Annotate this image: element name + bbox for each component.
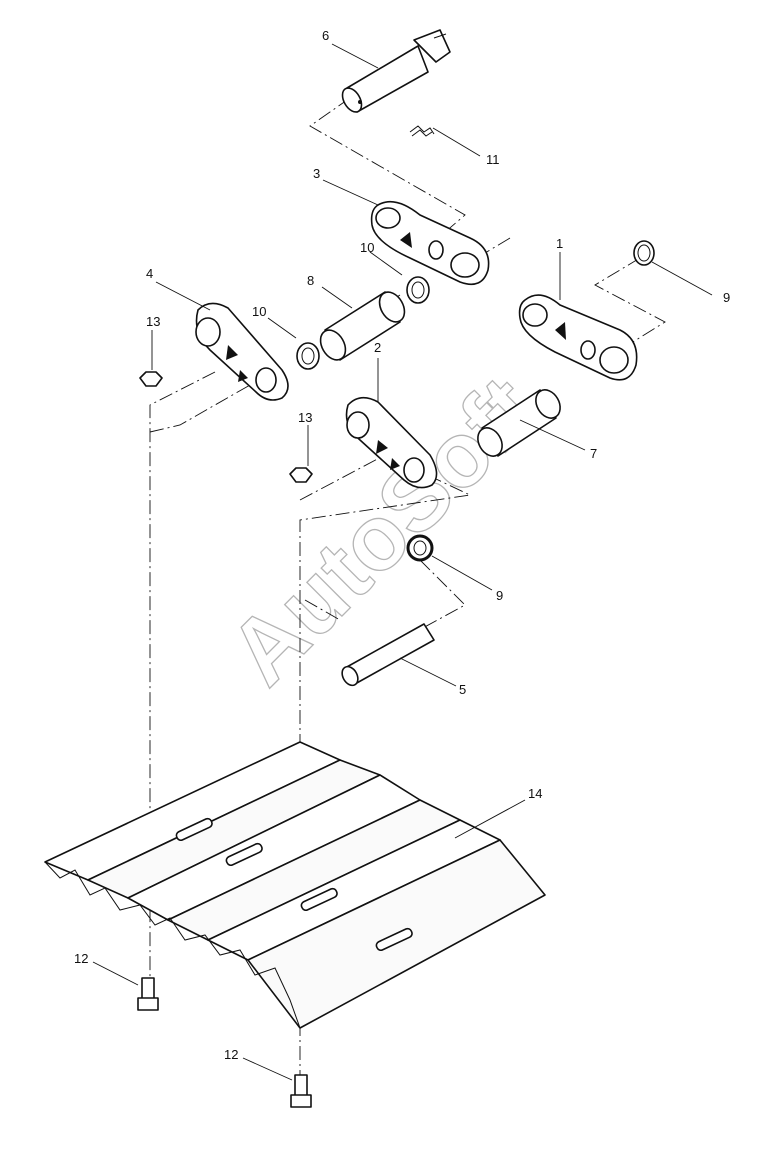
callout-9-upper: 9 (723, 290, 730, 305)
callout-2: 2 (374, 340, 381, 355)
callout-8: 8 (307, 273, 314, 288)
link-4 (195, 302, 289, 401)
callout-10-upper: 10 (360, 240, 374, 255)
callout-6: 6 (322, 28, 329, 43)
callout-11: 11 (486, 152, 500, 167)
link-2 (345, 396, 438, 489)
callout-1: 1 (556, 236, 563, 251)
spacer-10-upper (406, 276, 430, 304)
nut-13-right (289, 467, 313, 483)
seal-9-upper (633, 240, 655, 266)
bolt-12-left (137, 977, 159, 1011)
callout-4: 4 (146, 266, 153, 281)
nut-13-left (139, 371, 163, 387)
seal-9-lower (406, 534, 434, 562)
callouts: 6 11 3 10 1 9 4 8 10 13 2 13 7 9 5 14 12… (74, 28, 730, 1062)
pin-5 (341, 623, 435, 687)
callout-13-right: 13 (298, 410, 312, 425)
callout-14: 14 (528, 786, 542, 801)
callout-10-left: 10 (252, 304, 266, 319)
link-3 (370, 200, 490, 286)
callout-9-lower: 9 (496, 588, 503, 603)
callout-3: 3 (313, 166, 320, 181)
callout-12-right: 12 (224, 1047, 238, 1062)
link-1 (518, 294, 638, 381)
bushing-8 (319, 291, 406, 361)
callout-13-left: 13 (146, 314, 160, 329)
spacer-10-left (296, 342, 320, 370)
callout-7: 7 (590, 446, 597, 461)
callout-12-left: 12 (74, 951, 88, 966)
leader-lines (92, 43, 713, 1081)
bolt-12-right (290, 1074, 312, 1108)
clip-11 (409, 125, 435, 137)
callout-5: 5 (459, 682, 466, 697)
pin-6 (341, 29, 451, 113)
bushing-7 (477, 389, 561, 457)
track-shoes-14 (44, 741, 546, 1029)
